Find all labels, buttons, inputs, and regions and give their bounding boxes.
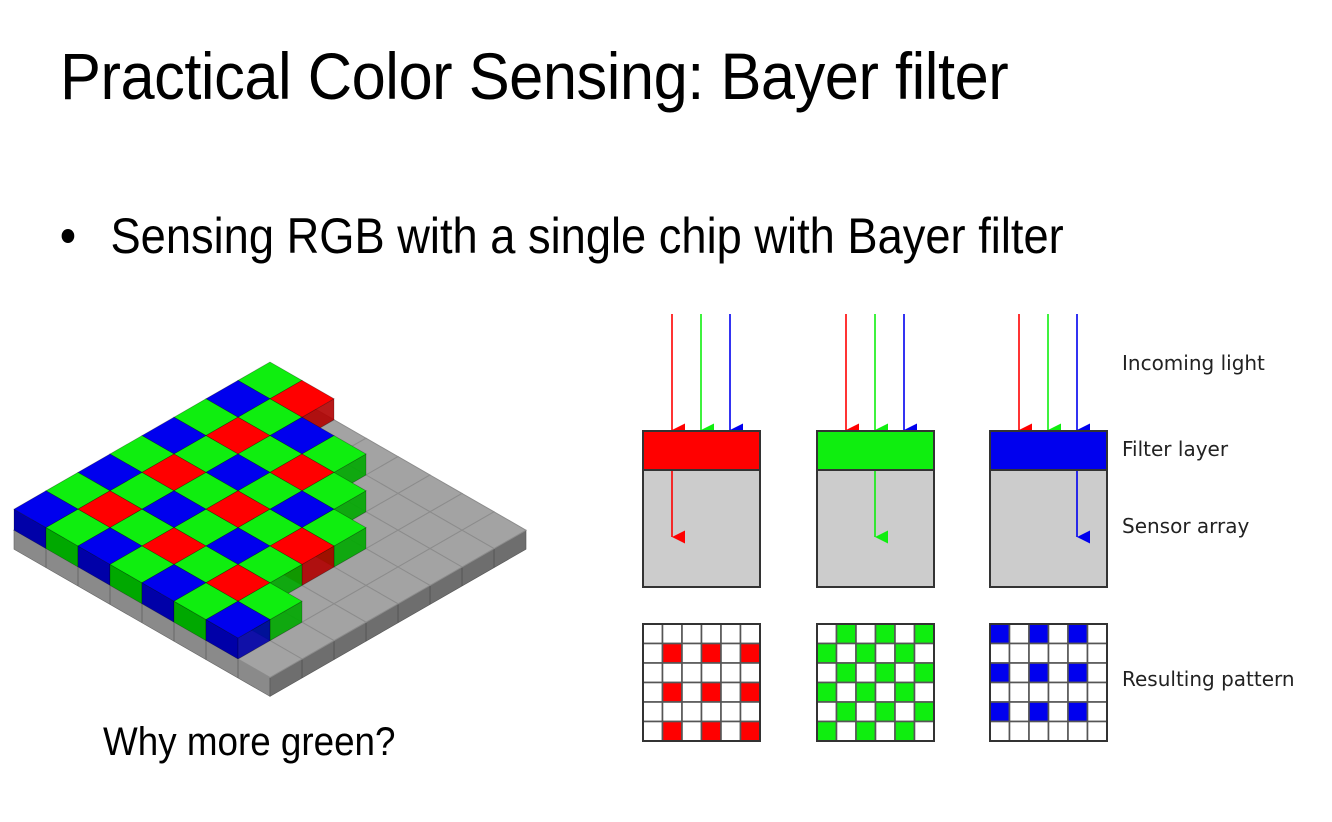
filter-sensor-diagram: Incoming light Filter layer Sensor array… <box>642 314 1295 742</box>
mosaic-cell-b <box>205 600 271 660</box>
filter-layer-blue <box>989 430 1108 471</box>
label-incoming-light: Incoming light <box>1122 351 1265 375</box>
filter-column-blue <box>989 314 1108 742</box>
label-sensor-array: Sensor array <box>1122 514 1250 538</box>
bullet-item: Sensing RGB with a single chip with Baye… <box>58 203 1064 269</box>
label-resulting-pattern: Resulting pattern <box>1122 667 1295 691</box>
caption-why-more-green: Why more green? <box>103 720 396 764</box>
resulting-pattern-red <box>642 623 761 742</box>
label-filter-layer: Filter layer <box>1122 437 1229 461</box>
resulting-pattern-green <box>816 623 935 742</box>
mosaic-group <box>12 361 528 697</box>
filter-layer-green <box>816 430 935 471</box>
resulting-pattern-blue <box>989 623 1108 742</box>
bullet-dot-icon <box>61 228 75 243</box>
filter-layer-red <box>642 430 761 471</box>
filter-column-green <box>816 314 935 742</box>
filter-column-red <box>642 314 761 742</box>
bullet-text: Sensing RGB with a single chip with Baye… <box>110 208 1064 264</box>
slide-title: Practical Color Sensing: Bayer filter <box>60 39 1009 113</box>
bayer-mosaic-illustration <box>12 361 528 697</box>
